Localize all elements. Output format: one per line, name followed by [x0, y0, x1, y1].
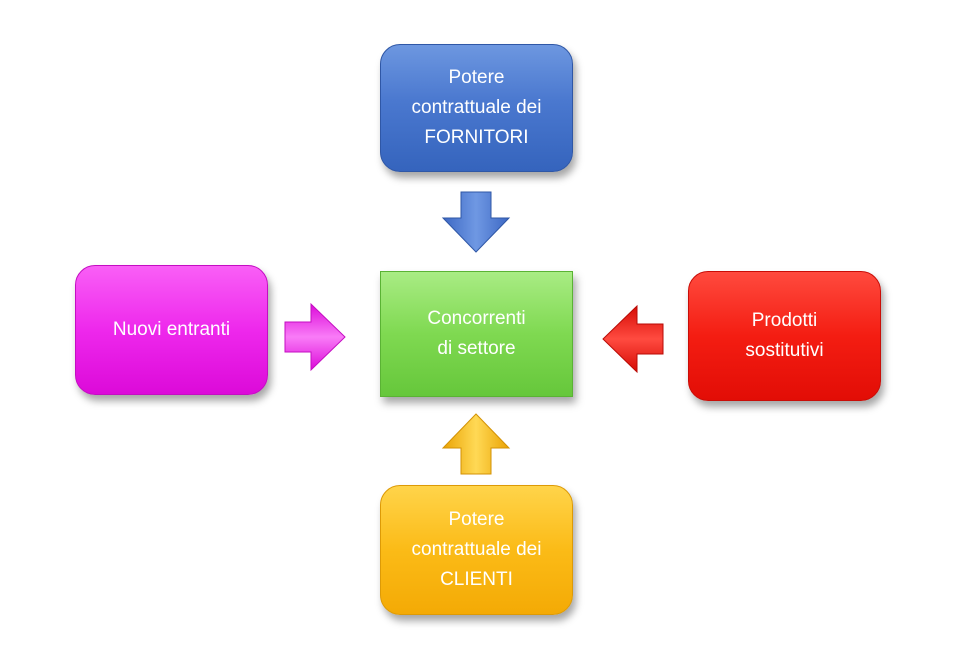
suppliers-box: Potere contrattuale dei FORNITORI	[380, 44, 573, 172]
arrow-down-icon	[441, 191, 511, 253]
customers-box: Potere contrattuale dei CLIENTI	[380, 485, 573, 615]
new-entrants-label: Nuovi entranti	[112, 319, 231, 340]
substitutes-label: Prodotti sostitutivi	[745, 310, 824, 361]
customers-label: Potere contrattuale dei CLIENTI	[411, 509, 542, 590]
suppliers-label: Potere contrattuale dei FORNITORI	[411, 67, 542, 148]
arrow-right-icon	[284, 302, 346, 372]
new-entrants-box: Nuovi entranti	[75, 265, 268, 395]
competitors-box: Concorrenti di settore	[380, 271, 573, 397]
substitutes-box: Prodotti sostitutivi	[688, 271, 881, 401]
arrow-left-icon	[602, 304, 664, 374]
arrow-up-icon	[441, 413, 511, 475]
competitors-label: Concorrenti di settore	[427, 308, 526, 359]
